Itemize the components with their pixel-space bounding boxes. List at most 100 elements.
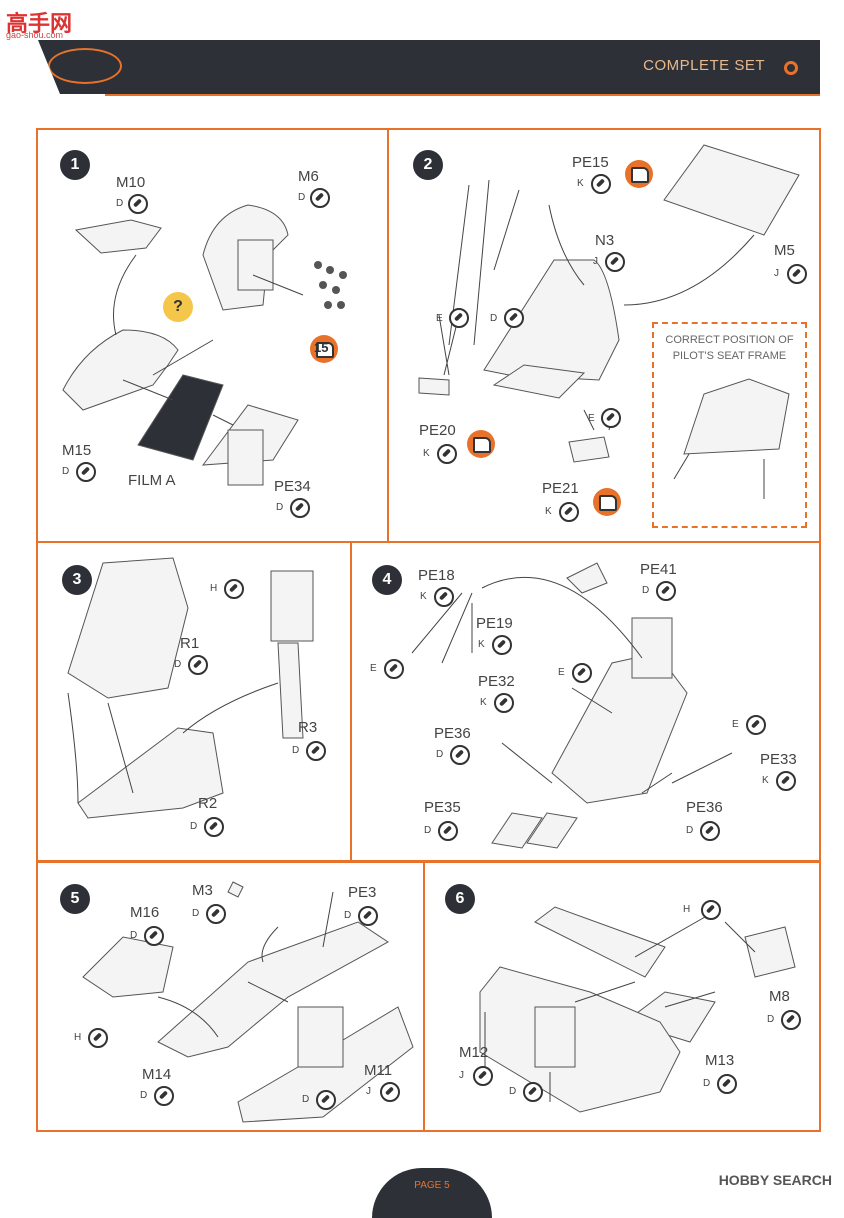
label-m3: M3 [192,882,213,899]
step-number: 1 [60,150,90,180]
watermark-logo: 高手网 [6,11,73,36]
glue-icon [76,462,96,482]
sub-n3: J [593,256,598,267]
label-r3: R3 [298,719,318,736]
glue-icon [700,821,720,841]
sub-r3: D [292,745,300,756]
sub-r2: D [190,821,198,832]
label-m10: M10 [116,174,146,191]
label-m16: M16 [130,904,160,921]
label-m15: M15 [62,442,92,459]
sub-e2: E [558,667,565,678]
sub-m11: J [366,1086,371,1097]
logo-oval-icon [48,48,122,84]
callout-note: CORRECT POSITION OF PILOT'S SEAT FRAME [665,334,794,362]
sub-pe36a: D [436,749,444,760]
label-pe36b: PE36 [686,799,723,816]
label-pe20: PE20 [419,422,456,439]
sub-pe36b: D [686,825,694,836]
sub-h: H [683,904,691,915]
glue-icon [154,1086,174,1106]
header-title: COMPLETE SET [643,57,765,74]
glue-icon [128,194,148,214]
glue-icon [601,408,621,428]
sub-h: H [210,583,218,594]
step-5-drawing [82,881,414,1123]
sub-pe34: D [276,502,284,513]
label-pe36a: PE36 [434,725,471,742]
watermark-site: gao-shou.com [6,30,64,40]
step-4-drawing [411,562,733,849]
glue-icon [206,904,226,924]
glue-icon [434,587,454,607]
sub-e2: E [588,413,595,424]
sub-d: D [302,1094,310,1105]
label-pe32: PE32 [478,673,515,690]
sub-e: E [370,663,377,674]
photo-etch-badge-15 [310,335,338,363]
seat-frame-callout: CORRECT POSITION OF PILOT'S SEAT FRAME [652,322,807,528]
glue-icon [438,821,458,841]
sub-m15: D [62,466,70,477]
glue-icon [781,1010,801,1030]
glue-icon [358,906,378,926]
glue-icon [701,900,721,920]
glue-icon [306,741,326,761]
sub-m14: D [140,1090,148,1101]
label-pe3: PE3 [348,884,377,901]
photo-etch-badge [467,430,495,458]
glue-icon [384,659,404,679]
glue-icon [523,1082,543,1102]
sub-pe41: D [642,585,650,596]
label-m5: M5 [774,242,795,259]
sub-m5: J [774,268,779,279]
label-pe33: PE33 [760,751,797,768]
label-pe21: PE21 [542,480,579,497]
brand-logo [38,40,125,94]
glue-icon [290,498,310,518]
glue-icon [437,444,457,464]
label-pe18: PE18 [418,567,455,584]
label-n3: N3 [595,232,615,249]
sub-m12: J [459,1070,464,1081]
label-pe15: PE15 [572,154,609,171]
sub-pe21: K [545,506,552,517]
page-number: PAGE 5 [414,1180,450,1191]
sub-d: D [490,313,498,324]
step-3-drawing [67,557,314,819]
step-1-drawing [62,204,347,486]
sub-pe33: K [762,775,769,786]
sub-pe35: D [424,825,432,836]
sub-m8: D [767,1014,775,1025]
label-r2: R2 [198,795,218,812]
sub-m13: D [703,1078,711,1089]
step-number: 3 [62,565,92,595]
glue-icon [88,1028,108,1048]
step-1-panel: 1 M10 D M6 D ? 15 M15 D FILM A PE34 D [36,128,389,543]
step-5-panel: 5 M3 D PE3 D M16 D H M14 D D M11 J [36,860,425,1132]
sub-m6: D [298,192,306,203]
photo-etch-badge [625,160,653,188]
step-4-panel: 4 PE18 K PE41 D PE19 K E PE32 K E PE36 D… [350,541,821,863]
glue-icon [572,663,592,683]
glue-icon [559,502,579,522]
seat-frame-drawing [673,378,790,499]
photo-etch-badge [593,488,621,516]
label-pe35: PE35 [424,799,461,816]
sub-m10: D [116,198,124,209]
sub-pe3: D [344,910,352,921]
sub-pe18: K [420,591,427,602]
sub-pe32: K [480,697,487,708]
sub-d: D [509,1086,517,1097]
header-underline [105,94,820,96]
glue-icon [473,1066,493,1086]
sub-r1: D [174,659,182,670]
glue-icon [380,1082,400,1102]
step-number: 2 [413,150,443,180]
label-m6: M6 [298,168,319,185]
header-bar [90,40,820,94]
glue-icon [310,188,330,208]
glue-icon [449,308,469,328]
glue-icon [717,1074,737,1094]
glue-icon [656,581,676,601]
